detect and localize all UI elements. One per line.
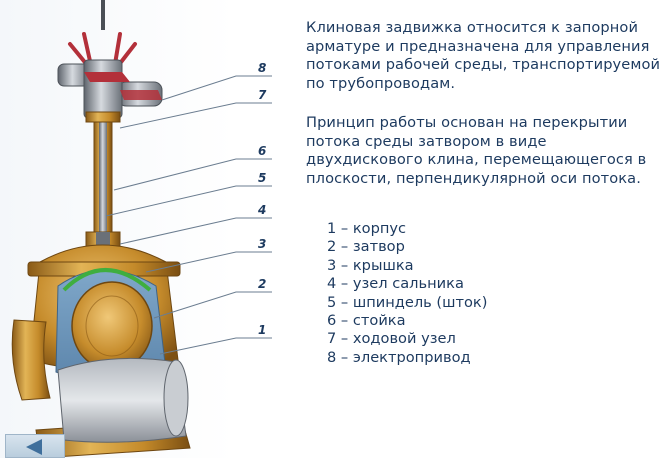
legend-item-gland: 4 – узел сальника bbox=[327, 275, 464, 293]
callout-leaders bbox=[105, 75, 272, 355]
bonnet-seal bbox=[62, 268, 152, 292]
legend-item-gate: 2 – затвор bbox=[327, 238, 405, 256]
parts-legend-list: 1 – корпус 2 – затвор 3 – крышка 4 – узе… bbox=[327, 220, 487, 367]
callout-number-5: 5 bbox=[258, 171, 266, 185]
callout-number-6: 6 bbox=[258, 144, 266, 158]
legend-item-spindle: 5 – шпиндель (шток) bbox=[327, 293, 488, 311]
spindle-rod bbox=[99, 118, 107, 238]
legend-item-drive-nut: 7 – ходовой узел bbox=[327, 330, 456, 348]
pipe-bore bbox=[57, 357, 189, 443]
callout-number-2: 2 bbox=[258, 277, 266, 291]
yoke-nut bbox=[85, 111, 121, 123]
callout-number-4: 4 bbox=[257, 203, 266, 217]
back-arrow-icon bbox=[26, 439, 42, 455]
gate-valve-illustration: 8 7 6 5 4 3 2 1 bbox=[11, 0, 272, 458]
legend-item-yoke: 6 – стойка bbox=[327, 312, 406, 330]
legend-item-actuator: 8 – электропривод bbox=[327, 348, 471, 366]
callout-number-7: 7 bbox=[258, 88, 267, 102]
electric-actuator bbox=[57, 59, 163, 119]
description-paragraph-1: Клиновая задвижка относится к запорной а… bbox=[306, 19, 661, 92]
spindle-top bbox=[101, 0, 105, 30]
wedge-disc bbox=[71, 281, 153, 371]
legend-item-body: 1 – корпус bbox=[327, 220, 407, 237]
legend-item-bonnet: 3 – крышка bbox=[327, 256, 414, 274]
callout-number-1: 1 bbox=[258, 323, 266, 337]
description-paragraph-2: Принцип работы основан на перекрытии пот… bbox=[306, 114, 647, 187]
callout-number-3: 3 bbox=[258, 237, 266, 251]
back-button[interactable] bbox=[5, 434, 65, 458]
callout-number-8: 8 bbox=[258, 61, 266, 75]
